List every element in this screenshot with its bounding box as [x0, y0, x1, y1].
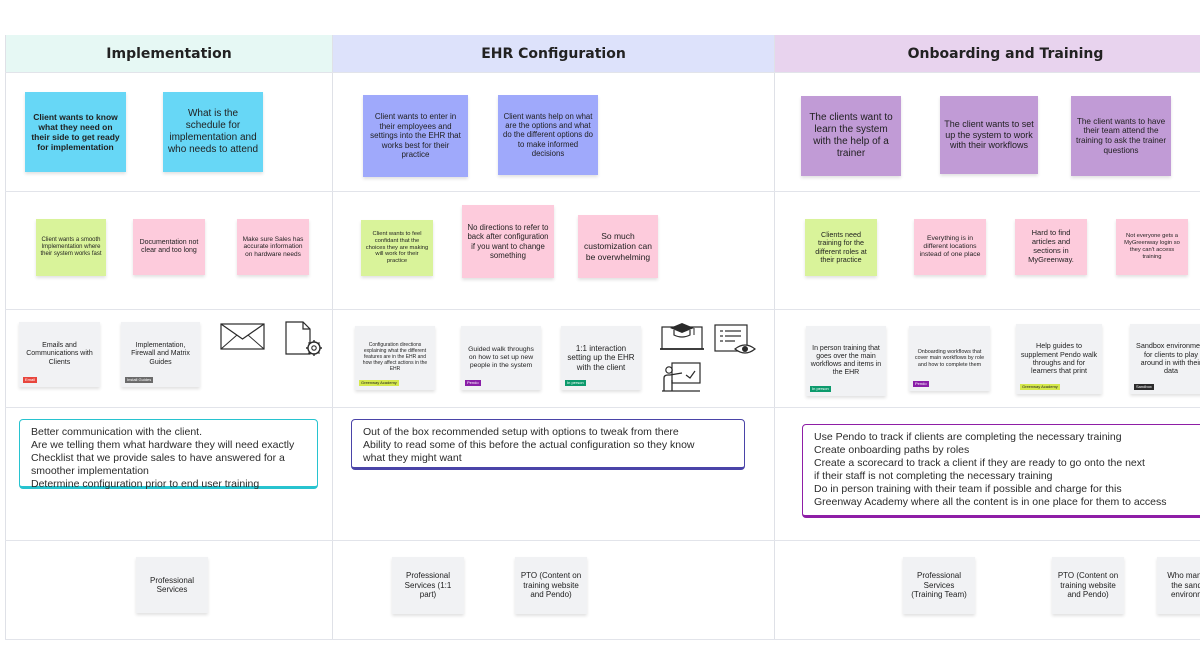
- sticky-note[interactable]: Implementation, Firewall and Matrix Guid…: [121, 322, 200, 387]
- sticky-note[interactable]: PTO (Content on training website and Pen…: [515, 557, 587, 614]
- grid-line: [332, 35, 333, 640]
- textbox-line: Out of the box recommended setup with op…: [363, 426, 679, 438]
- sticky-note[interactable]: Client wants help on what are the option…: [498, 95, 598, 175]
- tag-label: Email: [23, 377, 38, 383]
- grid-line: [5, 540, 1200, 541]
- sticky-note[interactable]: No directions to refer to back after con…: [462, 205, 554, 278]
- envelope-icon: [220, 323, 265, 350]
- sticky-note[interactable]: Help guides to supplement Pendo walk thr…: [1016, 324, 1102, 394]
- tag-label: Install Guides: [125, 377, 154, 383]
- textbox-line: what they might want: [363, 452, 462, 464]
- grid-line: [5, 407, 1200, 408]
- sticky-note[interactable]: The client wants to set up the system to…: [940, 96, 1038, 174]
- tag-label: Sandbox: [1134, 384, 1154, 390]
- column-header-ehr-configuration[interactable]: EHR Configuration: [333, 35, 775, 72]
- column-header-onboarding-training[interactable]: Onboarding and Training: [775, 35, 1200, 72]
- grid-line: [5, 191, 1200, 192]
- sticky-note[interactable]: Professional Services (1:1 part): [392, 557, 464, 614]
- sticky-note[interactable]: Client wants to feel confidant that the …: [361, 220, 433, 276]
- sticky-note[interactable]: 1:1 interaction setting up the EHR with …: [561, 326, 641, 390]
- textbox-line: Do in person training with their team if…: [814, 483, 1122, 495]
- sticky-note[interactable]: Documentation not clear and too long: [133, 219, 205, 275]
- sticky-note[interactable]: Everything is in different locations ins…: [914, 219, 986, 275]
- textbox-line: Use Pendo to track if clients are comple…: [814, 431, 1122, 443]
- opportunity-textbox[interactable]: Better communication with the client. Ar…: [19, 419, 318, 490]
- textbox-line: Create onboarding paths by roles: [814, 444, 970, 456]
- sticky-note[interactable]: What is the schedule for implementation …: [163, 92, 263, 172]
- grid-line: [774, 35, 775, 640]
- textbox-line: Determine configuration prior to end use…: [31, 478, 260, 490]
- sticky-note[interactable]: Make sure Sales has accurate information…: [237, 219, 309, 275]
- textbox-line: Ability to read some of this before the …: [363, 439, 695, 451]
- tag-label: Pendo: [913, 381, 929, 387]
- document-gear-icon: [285, 321, 322, 356]
- sticky-note[interactable]: Client wants to enter in their employees…: [363, 95, 468, 177]
- sticky-note[interactable]: Sandbox environment for clients to play …: [1130, 324, 1200, 394]
- tag-label: Greenway Academy: [359, 380, 399, 386]
- column-header-implementation[interactable]: Implementation: [5, 35, 333, 72]
- column-title: Onboarding and Training: [907, 45, 1104, 62]
- column-title: Implementation: [106, 45, 232, 62]
- textbox-line: Checklist that we provide sales to have …: [31, 452, 285, 464]
- grid-line: [5, 72, 1200, 73]
- sticky-note[interactable]: Hard to find articles and sections in My…: [1015, 219, 1087, 275]
- textbox-line: if their staff is not completing the nec…: [814, 470, 1053, 482]
- checklist-eye-icon: [714, 324, 756, 354]
- tag-label: In person: [810, 386, 831, 392]
- textbox-line: Are we telling them what hardware they w…: [31, 439, 295, 451]
- textbox-line: Greenway Academy where all the content i…: [814, 496, 1167, 508]
- sticky-note[interactable]: Not everyone gets a MyGreenway login so …: [1116, 219, 1188, 275]
- textbox-line: smoother implementation: [31, 465, 149, 477]
- sticky-note[interactable]: In person training that goes over the ma…: [806, 326, 886, 396]
- grid-line: [5, 309, 1200, 310]
- teacher-board-icon: [662, 362, 701, 392]
- sticky-note[interactable]: The client wants to have their team atte…: [1071, 96, 1171, 176]
- sticky-note[interactable]: Configuration directions explaining what…: [355, 326, 435, 390]
- tag-label: Greenway Academy: [1020, 384, 1060, 390]
- opportunity-textbox[interactable]: Out of the box recommended setup with op…: [351, 419, 745, 470]
- sticky-note[interactable]: Guided walk throughs on how to set up ne…: [461, 326, 541, 390]
- grid-line: [5, 639, 1200, 640]
- tag-label: Pendo: [465, 380, 481, 386]
- sticky-note[interactable]: Professional Services (Training Team): [903, 557, 975, 614]
- grid-line: [5, 35, 6, 640]
- tag-label: In person: [565, 380, 586, 386]
- sticky-note[interactable]: The clients want to learn the system wit…: [801, 96, 901, 176]
- sticky-note[interactable]: Clients need training for the different …: [805, 219, 877, 276]
- sticky-note[interactable]: PTO (Content on training website and Pen…: [1052, 557, 1124, 614]
- sticky-note[interactable]: So much customization can be overwhelmin…: [578, 215, 658, 278]
- sticky-note[interactable]: Who manages the sandbox environment: [1157, 557, 1200, 614]
- sticky-note[interactable]: Professional Services: [136, 557, 208, 613]
- graduation-screen-icon: [660, 323, 704, 350]
- sticky-note[interactable]: Emails and Communications with Clients E…: [19, 322, 100, 387]
- textbox-line: Better communication with the client.: [31, 426, 202, 438]
- column-title: EHR Configuration: [481, 45, 626, 62]
- textbox-line: Create a scorecard to track a client if …: [814, 457, 1145, 469]
- sticky-note[interactable]: Onboarding workflows that cover main wor…: [909, 326, 990, 391]
- opportunity-textbox[interactable]: Use Pendo to track if clients are comple…: [802, 424, 1200, 518]
- sticky-note[interactable]: Client wants to know what they need on t…: [25, 92, 126, 172]
- sticky-note[interactable]: Client wants a smooth Implementation whe…: [36, 219, 106, 276]
